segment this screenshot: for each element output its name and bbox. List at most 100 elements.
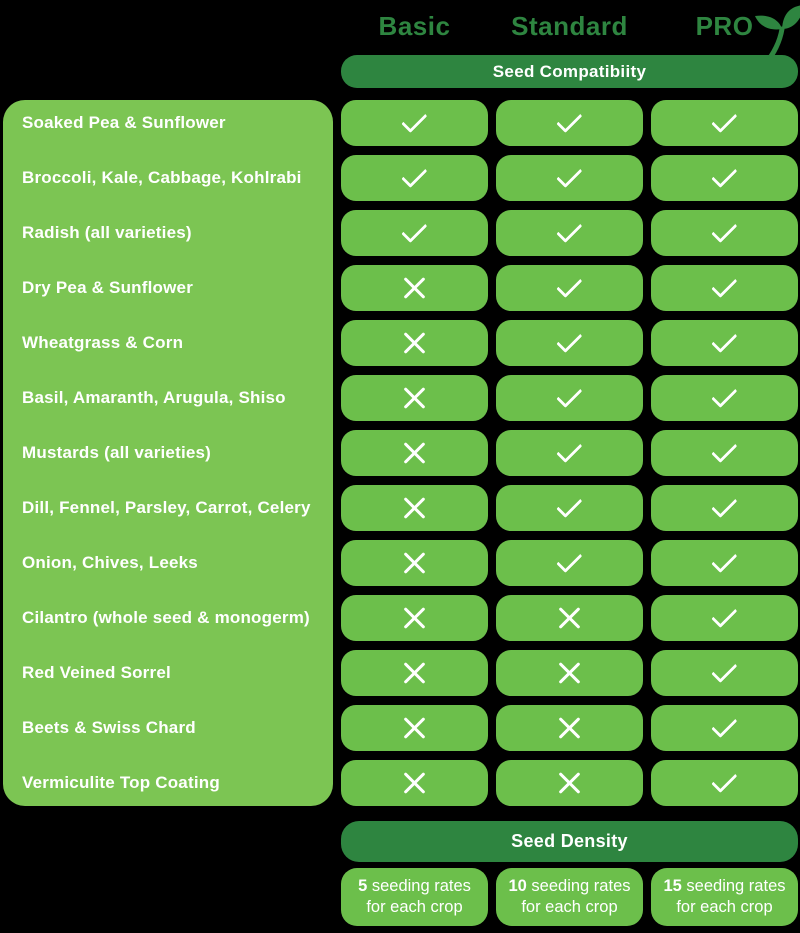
compat-cell-standard <box>496 650 643 696</box>
check-icon <box>710 326 737 353</box>
cross-icon <box>403 276 427 300</box>
compat-cell-standard <box>496 760 643 806</box>
cross-icon <box>403 331 427 355</box>
compat-cell-basic <box>341 100 488 146</box>
plan-header-basic: Basic <box>378 11 451 41</box>
cross-icon <box>558 716 582 740</box>
compat-cell-standard <box>496 265 643 311</box>
density-cell-basic: 5 seeding rates for each crop <box>341 868 488 926</box>
check-icon <box>555 271 582 298</box>
density-suffix: seeding rates <box>367 877 471 895</box>
compatibility-section-title: Seed Compatibiity <box>492 61 647 81</box>
check-icon <box>400 106 427 133</box>
check-icon <box>710 161 737 188</box>
compat-cell-pro <box>651 375 798 421</box>
check-icon <box>710 216 737 243</box>
check-icon <box>710 491 737 518</box>
cross-icon <box>403 386 427 410</box>
compat-cell-pro <box>651 265 798 311</box>
crop-row-label: Radish (all varieties) <box>22 223 192 242</box>
check-icon <box>400 161 427 188</box>
cross-icon <box>403 606 427 630</box>
check-icon <box>555 546 582 573</box>
check-icon <box>555 326 582 353</box>
crop-row-label: Cilantro (whole seed & monogerm) <box>22 608 310 627</box>
check-icon <box>710 436 737 463</box>
compat-cell-basic <box>341 155 488 201</box>
crop-row-label: Soaked Pea & Sunflower <box>22 113 226 132</box>
compat-cell-pro <box>651 430 798 476</box>
crop-row-label: Dill, Fennel, Parsley, Carrot, Celery <box>22 498 311 517</box>
compat-cell-standard <box>496 705 643 751</box>
compat-cell-standard <box>496 430 643 476</box>
compat-cell-pro <box>651 210 798 256</box>
crop-row-label: Onion, Chives, Leeks <box>22 553 198 572</box>
cross-icon <box>403 661 427 685</box>
check-icon <box>710 271 737 298</box>
compat-cell-basic <box>341 540 488 586</box>
plan-headers: Basic Standard PRO <box>341 5 800 64</box>
compatibility-section-bar: Seed Compatibiity <box>341 55 798 88</box>
compat-cell-standard <box>496 320 643 366</box>
compat-cell-standard <box>496 155 643 201</box>
cross-icon <box>403 716 427 740</box>
crop-row-label: Vermiculite Top Coating <box>22 773 220 792</box>
check-icon <box>555 161 582 188</box>
check-icon <box>710 601 737 628</box>
density-section-bar: Seed Density <box>341 821 798 862</box>
check-icon <box>555 106 582 133</box>
cross-icon <box>403 441 427 465</box>
plan-header-standard: Standard <box>511 11 628 41</box>
check-icon <box>555 491 582 518</box>
check-icon <box>555 216 582 243</box>
density-suffix: seeding rates <box>681 877 786 895</box>
compat-cell-pro <box>651 760 798 806</box>
compat-cell-pro <box>651 485 798 531</box>
check-icon <box>555 381 582 408</box>
compat-cell-standard <box>496 540 643 586</box>
cross-icon <box>403 496 427 520</box>
compat-cell-pro <box>651 320 798 366</box>
compat-cell-basic <box>341 265 488 311</box>
check-icon <box>710 656 737 683</box>
compat-cell-basic <box>341 430 488 476</box>
compat-cell-basic <box>341 650 488 696</box>
crop-row-label: Red Veined Sorrel <box>22 663 171 682</box>
density-line2: for each crop <box>676 898 773 916</box>
cross-icon <box>558 771 582 795</box>
compat-cell-basic <box>341 320 488 366</box>
compat-cell-basic <box>341 485 488 531</box>
compat-cell-pro <box>651 100 798 146</box>
compat-cell-standard <box>496 210 643 256</box>
compat-cell-basic <box>341 210 488 256</box>
crop-row-label: Dry Pea & Sunflower <box>22 278 194 297</box>
density-count: 5 <box>358 877 368 895</box>
compat-cell-pro <box>651 540 798 586</box>
density-cells: 5 seeding rates for each crop 10 seeding… <box>341 868 798 926</box>
density-line2: for each crop <box>521 898 618 916</box>
check-icon <box>555 436 582 463</box>
compat-cell-basic <box>341 595 488 641</box>
plan-header-pro-label: PRO <box>695 11 754 41</box>
cross-icon <box>558 661 582 685</box>
crop-row-label: Beets & Swiss Chard <box>22 718 196 737</box>
plan-header-pro: PRO <box>651 5 800 64</box>
check-icon <box>400 216 427 243</box>
cross-icon <box>558 606 582 630</box>
compat-cell-pro <box>651 155 798 201</box>
compat-cell-basic <box>341 375 488 421</box>
check-icon <box>710 711 737 738</box>
compat-cell-standard <box>496 595 643 641</box>
crop-row-label: Broccoli, Kale, Cabbage, Kohlrabi <box>22 168 302 187</box>
density-count: 10 <box>508 877 527 895</box>
compat-cell-pro <box>651 705 798 751</box>
crop-row-label: Mustards (all varieties) <box>22 443 212 462</box>
crop-row-label: Basil, Amaranth, Arugula, Shiso <box>22 388 286 407</box>
compat-cell-standard <box>496 485 643 531</box>
density-line2: for each crop <box>366 898 463 916</box>
density-section-title: Seed Density <box>511 831 628 851</box>
check-icon <box>710 106 737 133</box>
cross-icon <box>403 551 427 575</box>
compat-cell-standard <box>496 100 643 146</box>
crop-row-label: Wheatgrass & Corn <box>22 333 184 352</box>
